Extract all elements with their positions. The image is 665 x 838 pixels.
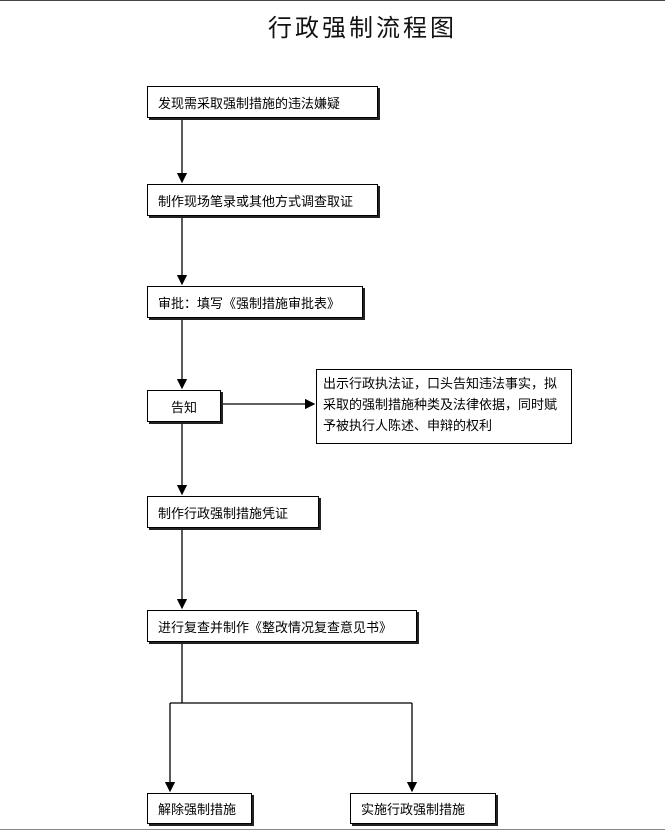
step-release-measures: 解除强制措施 — [147, 793, 252, 824]
page-title: 行政强制流程图 — [268, 14, 457, 42]
top-border — [0, 0, 665, 1]
step-discover-violation: 发现需采取强制措施的违法嫌疑 — [147, 86, 378, 118]
step-make-voucher: 制作行政强制措施凭证 — [147, 496, 319, 528]
notify-details: 出示行政执法证，口头告知违法事实，拟采取的强制措施种类及法律依据，同时赋予被执行… — [316, 369, 572, 444]
step-approval: 审批：填写《强制措施审批表》 — [147, 286, 363, 318]
step-notify: 告知 — [147, 390, 221, 422]
step-investigate: 制作现场笔录或其他方式调查取证 — [147, 184, 378, 216]
bottom-border — [0, 829, 665, 830]
step-enforce-measures: 实施行政强制措施 — [350, 793, 496, 824]
step-recheck: 进行复查并制作《整改情况复查意见书》 — [147, 610, 417, 642]
